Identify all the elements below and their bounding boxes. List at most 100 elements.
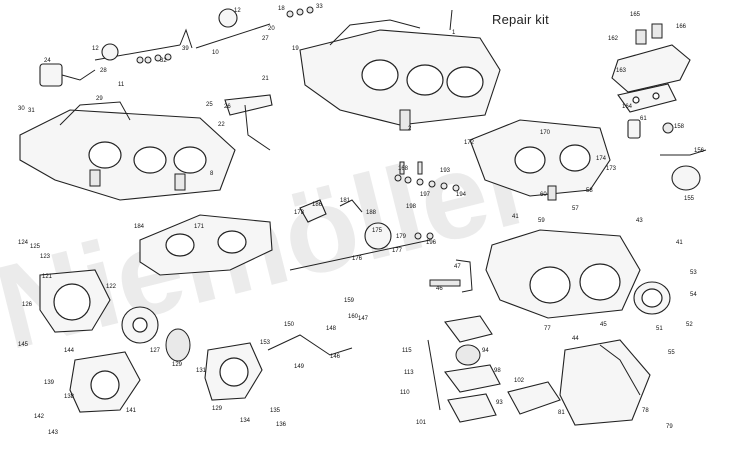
carburetor-body-left [19, 94, 273, 201]
part-label: 79 [666, 424, 673, 430]
part-label: 177 [392, 248, 403, 254]
part-label: 61 [640, 116, 647, 122]
part-label: 186 [312, 202, 323, 208]
part-label: 147 [358, 316, 369, 322]
part-label: 2 [408, 126, 412, 132]
part-label: 139 [44, 380, 55, 386]
part-label: 155 [684, 196, 695, 202]
part-label: 8 [210, 171, 214, 177]
part-label: 150 [284, 322, 295, 328]
part-label: 165 [630, 12, 641, 18]
part-label: 174 [596, 156, 607, 162]
part-label: 138 [64, 394, 75, 400]
part-label: 115 [402, 348, 412, 354]
carburetor-body-main-right [429, 229, 671, 319]
part-label: 22 [218, 122, 225, 128]
part-label: 159 [344, 298, 355, 304]
top-cover-assembly [611, 23, 691, 113]
part-label: 164 [622, 104, 633, 110]
carburetor-body-center [299, 9, 501, 131]
part-label: 32 [160, 58, 167, 64]
part-label: 19 [292, 46, 299, 52]
part-label: 146 [330, 354, 341, 360]
part-label: 196 [426, 240, 437, 246]
part-label: 188 [366, 210, 377, 216]
diaphragm-assembly-lower [427, 315, 561, 423]
part-label: 141 [126, 408, 137, 414]
part-label: 122 [106, 284, 117, 290]
filter-housing-lower-right [559, 339, 651, 426]
part-label: 126 [22, 302, 33, 308]
part-label: 77 [544, 326, 551, 332]
part-label: 46 [436, 286, 443, 292]
part-label: 98 [494, 368, 501, 374]
part-label: 162 [608, 36, 619, 42]
throttle-linkage-top-left [39, 6, 314, 87]
part-label: 39 [182, 46, 189, 52]
part-label: 153 [260, 340, 271, 346]
part-label: 18 [278, 6, 285, 12]
part-label: 166 [676, 24, 687, 30]
part-label: 44 [572, 336, 579, 342]
repair-kit-title: Repair kit [492, 12, 549, 27]
part-label: 1 [452, 30, 456, 36]
carburetor-body-center-right [469, 119, 611, 201]
part-label: 110 [400, 390, 410, 396]
part-label: 81 [558, 410, 565, 416]
part-label: 158 [674, 124, 685, 130]
part-label: 168 [398, 166, 409, 172]
part-label: 143 [48, 430, 59, 436]
intake-manifold-left [139, 214, 273, 276]
part-number-labels: 12 12 18 19 20 21 22 24 25 26 27 28 29 3… [18, 4, 705, 436]
part-label: 163 [616, 68, 627, 74]
part-label: 136 [276, 422, 287, 428]
part-label: 24 [44, 58, 51, 64]
part-label: 93 [496, 400, 503, 406]
part-label: 176 [352, 256, 363, 262]
part-label: 102 [514, 378, 525, 384]
part-label: 20 [268, 26, 275, 32]
part-label: 21 [262, 76, 269, 82]
part-label: 135 [270, 408, 281, 414]
part-label: 184 [134, 224, 145, 230]
throttle-shaft-assembly [289, 199, 434, 271]
part-label: 45 [600, 322, 607, 328]
part-label: 145 [18, 342, 29, 348]
jets-and-washers-center [339, 161, 460, 213]
part-label: 178 [294, 210, 305, 216]
part-label: 113 [404, 370, 414, 376]
part-label: 134 [240, 418, 251, 424]
part-label: 29 [96, 96, 103, 102]
part-label: 179 [396, 234, 407, 240]
part-label: 149 [294, 364, 305, 370]
fuel-pump-center [204, 334, 353, 401]
part-label: 58 [586, 188, 593, 194]
part-label: 175 [372, 228, 383, 234]
part-label: 197 [420, 192, 431, 198]
part-label: 57 [572, 206, 579, 212]
part-label: 33 [316, 4, 323, 10]
part-label: 43 [636, 218, 643, 224]
part-label: 144 [64, 348, 75, 354]
part-label: 41 [512, 214, 519, 220]
part-label: 127 [150, 348, 161, 354]
part-label: 51 [656, 326, 663, 332]
part-label: 142 [34, 414, 45, 420]
part-label: 131 [196, 368, 207, 374]
part-label: 31 [28, 108, 35, 114]
part-label: 59 [538, 218, 545, 224]
part-label: 47 [454, 264, 461, 270]
part-label: 60 [540, 192, 547, 198]
part-label: 124 [18, 240, 29, 246]
part-label: 52 [686, 322, 693, 328]
part-label: 172 [464, 140, 475, 146]
part-label: 193 [440, 168, 451, 174]
part-label: 129 [172, 362, 183, 368]
part-label: 173 [606, 166, 617, 172]
part-label: 171 [194, 224, 205, 230]
part-label: 181 [340, 198, 351, 204]
part-label: 11 [118, 82, 125, 88]
part-label: 54 [690, 292, 697, 298]
